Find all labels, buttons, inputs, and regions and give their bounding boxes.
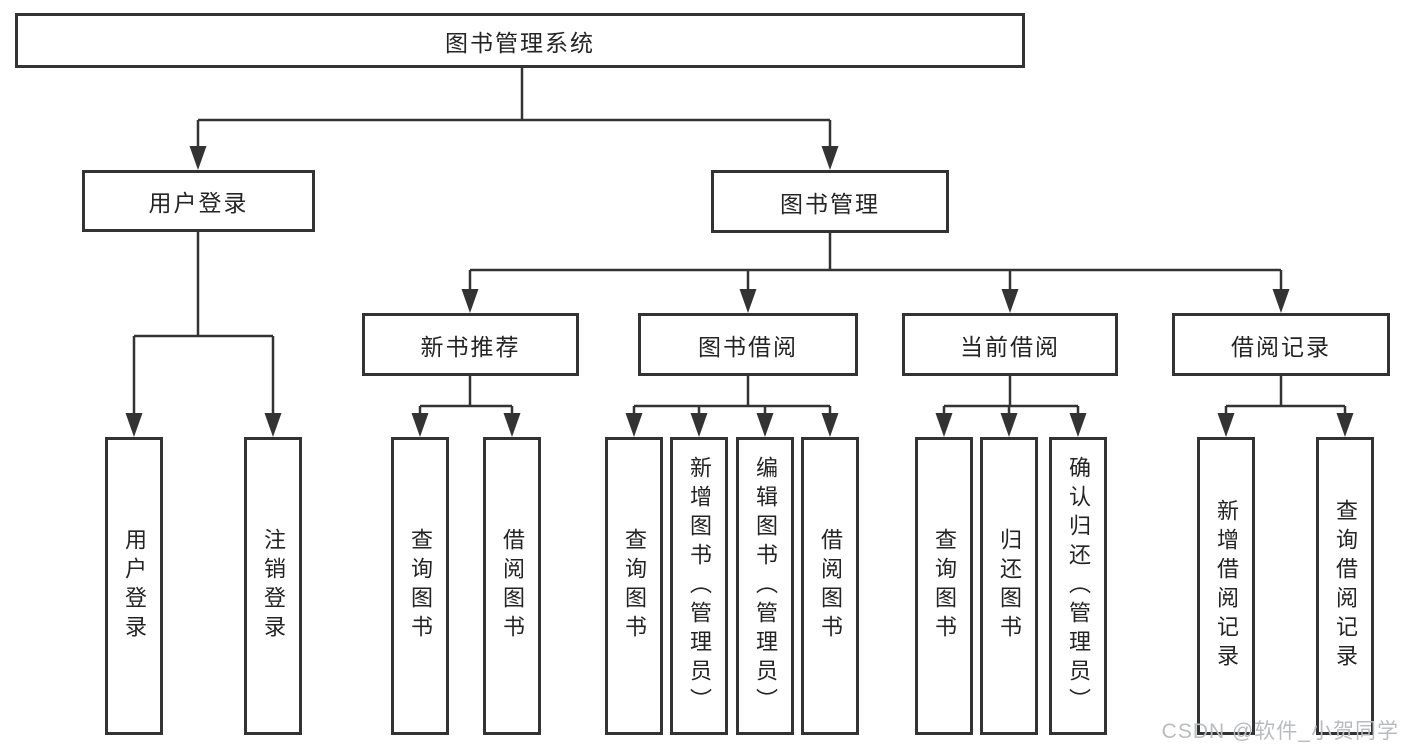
arrow-down-icon xyxy=(935,413,953,437)
node-label: 归还图书 xyxy=(997,528,1022,644)
arrow-down-icon xyxy=(1272,289,1290,313)
arrow-down-icon xyxy=(264,413,282,437)
node-label: 图书管理系统 xyxy=(445,29,595,56)
arrow-down-icon xyxy=(189,146,207,170)
arrow-down-icon xyxy=(739,289,757,313)
leaf-query-books-borrowing: 查询图书 xyxy=(605,437,663,735)
arrow-down-icon xyxy=(756,413,774,437)
arrow-down-icon xyxy=(625,413,643,437)
node-label: 新增借阅记录 xyxy=(1214,499,1239,673)
node-new-book-recommendation: 新书推荐 xyxy=(362,313,579,376)
arrowheads xyxy=(125,146,1354,437)
leaf-confirm-return-admin: 确认归还（管理员） xyxy=(1049,437,1107,735)
node-book-management: 图书管理 xyxy=(711,170,949,233)
node-book-borrowing: 图书借阅 xyxy=(638,313,858,376)
node-label: 新增图书（管理员） xyxy=(687,455,712,717)
node-borrowing-records: 借阅记录 xyxy=(1172,313,1390,376)
watermark: CSDN @软件_小贺同学 xyxy=(1161,720,1399,743)
node-user-login: 用户登录 xyxy=(82,170,315,232)
node-label: 借阅记录 xyxy=(1231,333,1331,360)
leaf-add-borrow-record: 新增借阅记录 xyxy=(1197,437,1255,735)
node-label: 用户登录 xyxy=(122,528,147,644)
arrow-down-icon xyxy=(125,413,143,437)
arrow-down-icon xyxy=(411,413,429,437)
node-label: 当前借阅 xyxy=(960,333,1060,360)
arrow-down-icon xyxy=(1000,413,1018,437)
node-library-management-system: 图书管理系统 xyxy=(15,13,1025,68)
leaf-return-books: 归还图书 xyxy=(980,437,1038,735)
node-label: 查询借阅记录 xyxy=(1333,499,1358,673)
leaf-user-login: 用户登录 xyxy=(105,437,163,735)
node-label: 借阅图书 xyxy=(500,528,525,644)
node-label: 确认归还（管理员） xyxy=(1066,455,1091,717)
connector-new-book-recommendation xyxy=(418,376,514,416)
node-label: 用户登录 xyxy=(148,190,249,216)
node-label: 图书管理 xyxy=(780,190,880,217)
arrow-down-icon xyxy=(503,413,521,437)
node-label: 编辑图书（管理员） xyxy=(753,455,778,717)
connector-borrowing-records xyxy=(1224,376,1347,416)
node-label: 借阅图书 xyxy=(818,528,843,644)
node-label: 注销登录 xyxy=(261,528,286,644)
arrow-down-icon xyxy=(461,289,479,313)
arrow-down-icon xyxy=(821,146,839,170)
leaf-borrow-books-recommend: 借阅图书 xyxy=(483,437,541,735)
node-label: 图书借阅 xyxy=(698,333,798,360)
arrow-down-icon xyxy=(1336,413,1354,437)
connector-current-borrowing xyxy=(942,376,1080,416)
node-label: 新书推荐 xyxy=(420,333,521,360)
node-label: 查询图书 xyxy=(932,528,957,644)
node-label: 查询图书 xyxy=(622,528,647,644)
connector-book-borrowing xyxy=(632,376,832,416)
leaf-query-books-current: 查询图书 xyxy=(915,437,973,735)
connector-user-login xyxy=(132,232,275,416)
leaf-query-books-recommend: 查询图书 xyxy=(391,437,449,735)
node-current-borrowing: 当前借阅 xyxy=(902,313,1118,376)
leaf-edit-books-admin: 编辑图书（管理员） xyxy=(736,437,794,735)
connector-book-management xyxy=(468,233,1283,292)
leaf-add-books-admin: 新增图书（管理员） xyxy=(670,437,728,735)
node-label: 查询图书 xyxy=(408,528,433,644)
connector-root xyxy=(196,68,832,150)
leaf-borrow-books-borrowing: 借阅图书 xyxy=(801,437,859,735)
arrow-down-icon xyxy=(690,413,708,437)
arrow-down-icon xyxy=(1217,413,1235,437)
arrow-down-icon xyxy=(1001,289,1019,313)
arrow-down-icon xyxy=(1069,413,1087,437)
arrow-down-icon xyxy=(821,413,839,437)
leaf-query-borrow-record: 查询借阅记录 xyxy=(1316,437,1374,735)
leaf-logout-login: 注销登录 xyxy=(244,437,302,735)
